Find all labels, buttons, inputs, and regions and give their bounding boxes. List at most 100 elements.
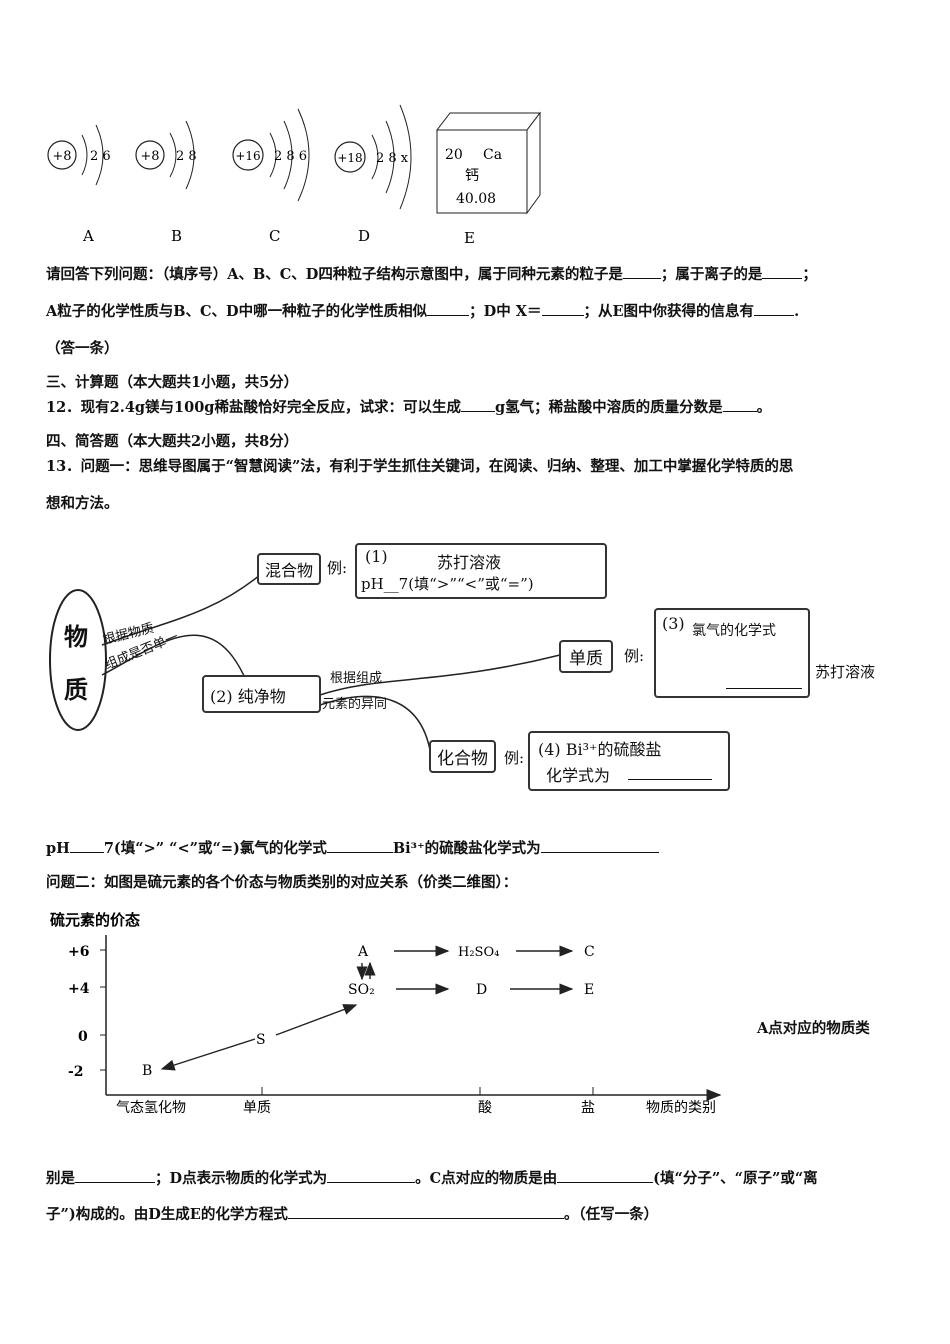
atom-c-shells: 2 8 6 bbox=[274, 149, 307, 164]
mind-map: 物 质 根据物质 组成是否单一 混合物 例: (1) 苏打溶液 pH__7(填“… bbox=[40, 535, 920, 800]
element-label: 单质 bbox=[569, 649, 603, 669]
blank[interactable] bbox=[762, 264, 803, 279]
xcat-2: 酸 bbox=[478, 1100, 492, 1116]
ytick-0: +6 bbox=[68, 944, 89, 960]
blank[interactable] bbox=[540, 838, 659, 853]
section4-heading: 四、简答题（本大题共2小题，共8分） bbox=[46, 433, 299, 450]
atom-d-shells: 2 8 x bbox=[376, 151, 409, 166]
q11-line2: A粒子的化学性质与B、C、D中哪一种粒子的化学性质相似；D中 X＝；从E图中你获… bbox=[46, 301, 800, 320]
box3-blank[interactable] bbox=[726, 674, 802, 689]
pure-label: (2) 纯净物 bbox=[210, 687, 286, 706]
blank[interactable] bbox=[622, 264, 661, 279]
blank[interactable] bbox=[326, 838, 393, 853]
point-E: E bbox=[584, 982, 594, 998]
point-SO2: SO₂ bbox=[348, 982, 375, 998]
li-3: 例: bbox=[504, 749, 525, 767]
chart-ylabel: 硫元素的价态 bbox=[50, 911, 140, 929]
xcat-3: 盐 bbox=[581, 1100, 595, 1116]
box3-text: 氯气的化学式 bbox=[692, 623, 776, 639]
element-mass: 40.08 bbox=[456, 191, 496, 207]
valence-chart: 硫元素的价态 +6 +4 0 -2 气态氢化物 单质 酸 盐 物质的类别 B S… bbox=[50, 911, 722, 1116]
element-card: 20 Ca 钙 40.08 E bbox=[435, 111, 542, 247]
box1-number: (1) bbox=[365, 547, 388, 566]
compound-node: 化合物 bbox=[429, 740, 496, 773]
blank[interactable] bbox=[460, 397, 495, 412]
blank[interactable] bbox=[722, 397, 757, 412]
example-box-4: (4) Bi³⁺的硫酸盐 化学式为 bbox=[528, 731, 730, 791]
problem2-line2: 子”)构成的。由D生成E的化学方程式。（任写一条） bbox=[46, 1204, 659, 1223]
mind-map-lines bbox=[49, 574, 561, 751]
atom-a: +8 2 6 A bbox=[47, 124, 111, 245]
mixture-label: 混合物 bbox=[265, 561, 314, 580]
li-1: 例: bbox=[327, 559, 348, 577]
box1-text: 苏打溶液 bbox=[437, 553, 502, 572]
ytick-2: 0 bbox=[78, 1029, 88, 1045]
q13-line1: 13．问题一：思维导图属于“智慧阅读”法，有利于学生抓住关键词，在阅读、归纳、整… bbox=[46, 458, 794, 475]
q11-line1: 请回答下列问题：（填序号）A、B、C、D四种粒子结构示意图中，属于同种元素的粒子… bbox=[46, 264, 817, 283]
atom-c-nucleus: +16 bbox=[235, 149, 260, 163]
problem2-side-note: A点对应的物质类 bbox=[757, 1020, 870, 1037]
section3-heading: 三、计算题（本大题共1小题，共5分） bbox=[46, 374, 299, 391]
mixture-node: 混合物 bbox=[257, 553, 322, 585]
element-node: 单质 bbox=[559, 640, 613, 673]
box3-number: (3) bbox=[662, 614, 685, 633]
branch2-label-b: 元素的异同 bbox=[322, 697, 388, 712]
xcat-0: 气态氢化物 bbox=[116, 1100, 186, 1116]
side-note-soda: 苏打溶液 bbox=[815, 663, 876, 681]
root-char-2: 质 bbox=[64, 675, 88, 704]
atom-d-letter: D bbox=[358, 227, 370, 245]
atom-a-letter: A bbox=[82, 227, 94, 245]
chart-xlabel: 物质的类别 bbox=[646, 1100, 716, 1116]
branch2-label-a: 根据组成 bbox=[330, 671, 383, 686]
box4-line2: 化学式为 bbox=[546, 766, 611, 785]
blank[interactable] bbox=[557, 1168, 654, 1183]
atom-c-letter: C bbox=[269, 227, 280, 245]
problem2-title: 问题二：如图是硫元素的各个价态与物质类别的对应关系（价类二维图）： bbox=[46, 874, 518, 891]
chart-points: B S SO₂ A H₂SO₄ C D E bbox=[142, 944, 595, 1079]
box4-line1: (4) Bi³⁺的硫酸盐 bbox=[538, 740, 662, 759]
atom-b-letter: B bbox=[171, 227, 182, 245]
point-A: A bbox=[357, 944, 369, 960]
atom-b: +8 2 8 B bbox=[135, 120, 197, 245]
blank[interactable] bbox=[541, 301, 584, 316]
blank[interactable] bbox=[75, 1168, 155, 1183]
q11-line3: （答一条） bbox=[46, 340, 119, 357]
example-box-3: (3) 氯气的化学式 bbox=[654, 608, 810, 698]
atom-c: +16 2 8 6 C bbox=[232, 108, 310, 245]
pure-node: (2) 纯净物 bbox=[202, 675, 321, 713]
ytick-1: +4 bbox=[68, 981, 90, 997]
point-H2SO4: H₂SO₄ bbox=[458, 945, 499, 960]
problem2-line1: 别是；D点表示物质的化学式为。C点对应的物质是由(填“分子”、“原子”或“离 bbox=[46, 1168, 818, 1187]
ytick-3: -2 bbox=[68, 1064, 84, 1080]
blank[interactable] bbox=[754, 301, 795, 316]
compound-label: 化合物 bbox=[437, 749, 488, 769]
blank[interactable] bbox=[427, 301, 470, 316]
element-name: 钙 bbox=[465, 168, 479, 184]
atom-d-nucleus: +18 bbox=[337, 151, 362, 165]
point-C: C bbox=[584, 944, 595, 960]
blank[interactable] bbox=[69, 838, 104, 853]
y-ticks: +6 +4 0 -2 bbox=[68, 944, 106, 1080]
li-2: 例: bbox=[624, 647, 645, 665]
atom-a-shells: 2 6 bbox=[90, 149, 111, 164]
blank[interactable] bbox=[287, 1204, 564, 1219]
xcat-1: 单质 bbox=[243, 1100, 271, 1116]
root-char-1: 物 bbox=[64, 622, 88, 651]
example-box-1: (1) 苏打溶液 pH__7(填“>”“<”或“=”) bbox=[355, 543, 607, 599]
blank[interactable] bbox=[327, 1168, 416, 1183]
box1-line2: pH__7(填“>”“<”或“=”) bbox=[361, 575, 534, 593]
chart-arrows bbox=[160, 945, 574, 1071]
point-S: S bbox=[256, 1032, 266, 1048]
atom-b-nucleus: +8 bbox=[140, 149, 159, 164]
element-letter: E bbox=[464, 229, 475, 247]
atom-diagrams: +8 2 6 A +8 2 8 B +16 2 8 6 C +18 2 8 x … bbox=[47, 104, 542, 247]
element-number: 20 bbox=[445, 147, 463, 163]
x-ticks: 气态氢化物 单质 酸 盐 物质的类别 bbox=[116, 1087, 716, 1116]
element-symbol: Ca bbox=[483, 147, 502, 163]
box4-blank[interactable] bbox=[628, 765, 712, 780]
atom-d: +18 2 8 x D bbox=[334, 104, 412, 245]
q13-line2: 想和方法。 bbox=[46, 495, 119, 512]
atom-a-nucleus: +8 bbox=[52, 149, 71, 164]
